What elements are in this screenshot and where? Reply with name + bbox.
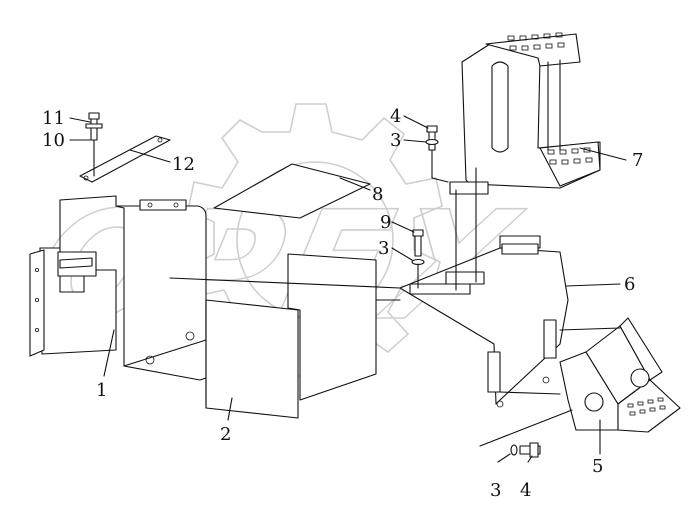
callout-9: 9 (380, 212, 391, 233)
leader-lines (69, 115, 627, 463)
part-12-strap (79, 135, 171, 183)
callouts: 11 10 12 4 3 8 9 3 7 6 1 2 3 4 5 (42, 106, 643, 501)
part-4-bolt-upper (426, 125, 438, 151)
callout-4-lower: 4 (520, 480, 531, 501)
callout-10: 10 (42, 130, 65, 151)
part-1-side-plate (29, 195, 207, 381)
part-10-washer (85, 123, 103, 129)
part-7-upper-step (449, 32, 601, 291)
callout-3-upper: 3 (390, 130, 401, 151)
part-8-top-plate (213, 163, 371, 219)
callout-6: 6 (624, 274, 635, 295)
part-3-washer-upper (425, 138, 439, 146)
part-4-bolt-lower (519, 442, 541, 458)
part-5-lower-step (499, 317, 681, 433)
callout-11: 11 (42, 108, 65, 129)
callout-5: 5 (592, 456, 603, 477)
callout-2: 2 (220, 424, 231, 445)
callout-1: 1 (96, 380, 107, 401)
callout-3-lower: 3 (490, 480, 501, 501)
callout-8: 8 (372, 184, 383, 205)
part-6-right-plate (169, 235, 569, 408)
assembly-line-upper-bolt (431, 149, 449, 183)
part-11-bolt (88, 112, 100, 141)
callout-12: 12 (172, 154, 195, 175)
assembly-line-lower-bolt (479, 409, 573, 447)
part-9-bolt (412, 229, 424, 257)
callout-3-middle: 3 (378, 238, 389, 259)
callout-4-upper: 4 (390, 106, 401, 127)
part-3-washer-lower (510, 444, 518, 456)
part-2-box-cover (205, 253, 377, 419)
callout-7: 7 (632, 150, 643, 171)
